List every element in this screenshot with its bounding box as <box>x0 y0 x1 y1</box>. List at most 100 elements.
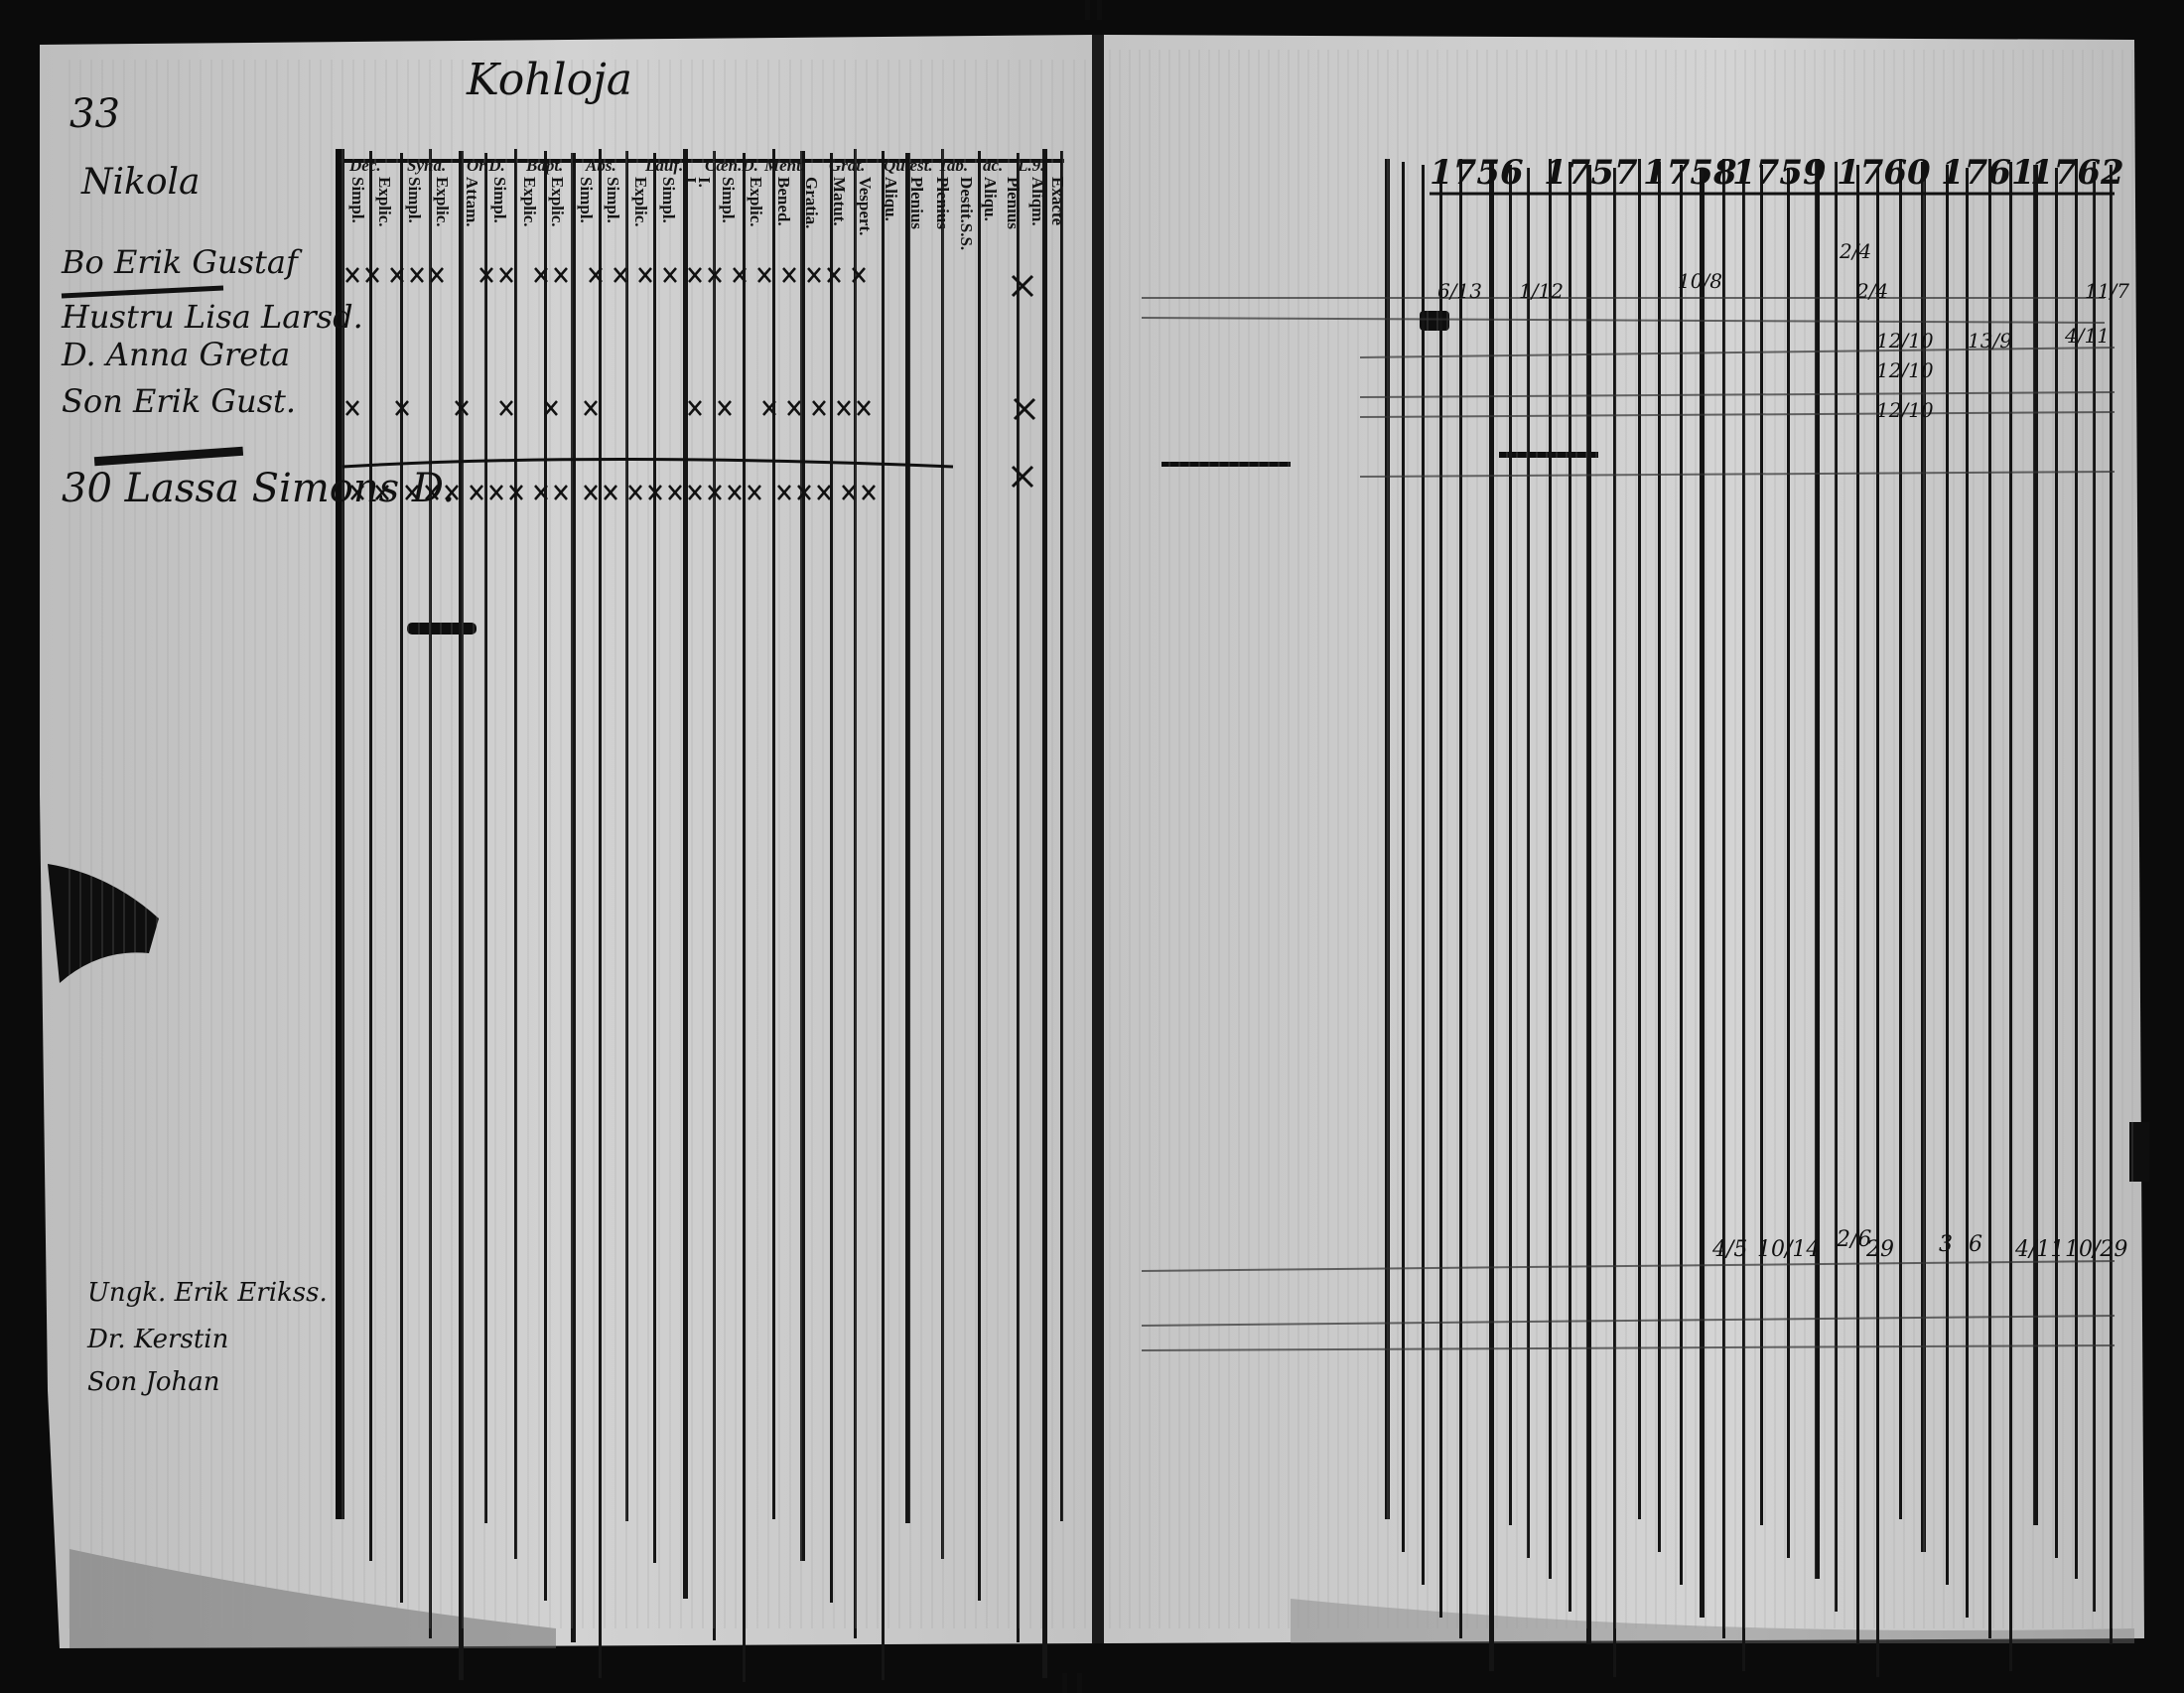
subcolumn-header: Gratia. <box>802 177 821 228</box>
attendance-mark <box>589 267 603 283</box>
left-column-rules <box>68 60 1086 1682</box>
column-rule <box>1921 162 1926 1552</box>
column-rule <box>772 149 775 1519</box>
table-left-border <box>336 149 343 1519</box>
page-number: 33 <box>69 91 120 137</box>
attendance-mark <box>430 267 444 283</box>
lower-person-entry: Dr. Kerstin <box>86 1325 228 1354</box>
subcolumn-header: Attam. <box>463 177 481 227</box>
date-mark: 12/10 <box>1876 358 1934 382</box>
attendance-mark <box>837 400 851 416</box>
column-rule <box>571 153 576 1642</box>
date-mark: 10/29 <box>2065 1237 2127 1262</box>
attendance-mark <box>842 485 856 500</box>
date-mark: 29 <box>1865 1237 1894 1262</box>
subcolumn-header: Explic. <box>520 177 539 227</box>
left-page <box>40 35 1098 1648</box>
attendance-mark <box>445 485 459 500</box>
column-header: Quæst. <box>884 156 933 175</box>
subcolumn-header: I. <box>695 177 714 188</box>
column-rule <box>1509 165 1512 1525</box>
column-rule <box>514 149 517 1559</box>
column-rule <box>1385 159 1390 1519</box>
column-rule <box>1042 149 1047 1678</box>
attendance-mark <box>807 267 821 283</box>
column-header: Or.D. <box>467 156 505 175</box>
catechetical-marks <box>345 267 1036 500</box>
subcolumn-header: Simpl. <box>659 177 678 223</box>
attendance-mark <box>584 485 598 500</box>
subcolumn-header: Explic. <box>433 177 452 227</box>
attendance-mark <box>762 400 776 416</box>
column-rule <box>683 149 688 1599</box>
column-rule <box>1700 168 1705 1618</box>
column-rule <box>625 151 628 1521</box>
column-rule <box>1060 151 1063 1521</box>
column-rule <box>1966 168 1969 1618</box>
subcolumn-header: Explic. <box>548 177 567 227</box>
year-header: 1761 <box>1941 153 2035 193</box>
column-rule <box>1422 165 1425 1585</box>
column-rule <box>2033 165 2038 1525</box>
date-mark: 13/9 <box>1968 329 2012 353</box>
column-rule <box>1988 159 1991 1638</box>
subcolumn-header: Plenius <box>933 177 952 229</box>
column-header: Bapt. <box>525 156 563 175</box>
attendance-mark <box>479 267 493 283</box>
attendance-mark <box>812 400 826 416</box>
year-header: 1757 <box>1544 153 1638 193</box>
lower-person-entry: Son Johan <box>87 1367 220 1397</box>
subcolumn-header: Vespert. <box>856 177 875 235</box>
year-header: 1762 <box>2030 153 2124 193</box>
subcolumn-header: Simpl. <box>604 177 622 223</box>
column-rule <box>1586 165 1591 1644</box>
date-mark: 4/5 <box>1711 1237 1747 1262</box>
attendance-mark <box>604 485 617 500</box>
attendance-mark <box>405 485 419 500</box>
attendance-mark <box>614 267 627 283</box>
attendance-mark <box>638 267 652 283</box>
lower-person-entry: Ungk. Erik Erikss. <box>87 1278 328 1308</box>
column-rule <box>1722 159 1725 1638</box>
attendance-mark <box>345 267 359 283</box>
attendance-mark <box>827 267 841 283</box>
attendance-mark <box>584 400 598 416</box>
date-mark: 2/4 <box>1839 239 1871 263</box>
column-header: Cæn.D. <box>705 156 758 175</box>
attendance-mark <box>509 485 523 500</box>
attendance-mark <box>782 267 796 283</box>
attendance-mark <box>787 400 801 416</box>
column-rule <box>2009 162 2012 1671</box>
column-rule <box>1680 165 1683 1585</box>
attendance-mark <box>499 400 513 416</box>
attendance-mark <box>554 485 568 500</box>
subcolumn-header: Aliqm. <box>1028 177 1047 226</box>
year-header: 1759 <box>1732 153 1827 193</box>
exacte-mark <box>1011 274 1034 298</box>
attendance-mark <box>534 485 548 500</box>
attendance-mark <box>365 267 379 283</box>
column-header: ac. <box>983 156 1003 175</box>
attendance-mark <box>648 485 662 500</box>
date-mark: 4/11 <box>2014 1237 2064 1262</box>
column-rule <box>544 151 547 1601</box>
column-header: Dec. <box>348 156 381 175</box>
date-mark: 10/14 <box>1757 1237 1820 1262</box>
column-rule <box>1569 162 1571 1612</box>
column-rule <box>459 151 464 1680</box>
strike-bar <box>93 446 244 467</box>
column-rule <box>1489 162 1494 1671</box>
column-rule <box>2093 162 2096 1612</box>
attendance-mark <box>544 400 558 416</box>
column-rule <box>1899 159 1902 1519</box>
attendance-mark <box>708 267 722 283</box>
person-entry: D. Anna Greta <box>61 336 290 373</box>
date-mark: 2/4 <box>1855 279 1888 303</box>
exacte-mark <box>1011 465 1034 489</box>
date-mark: 1/12 <box>1519 279 1564 303</box>
column-rule <box>854 149 857 1638</box>
attendance-mark <box>728 485 742 500</box>
date-mark: 6/13 <box>1437 279 1482 303</box>
